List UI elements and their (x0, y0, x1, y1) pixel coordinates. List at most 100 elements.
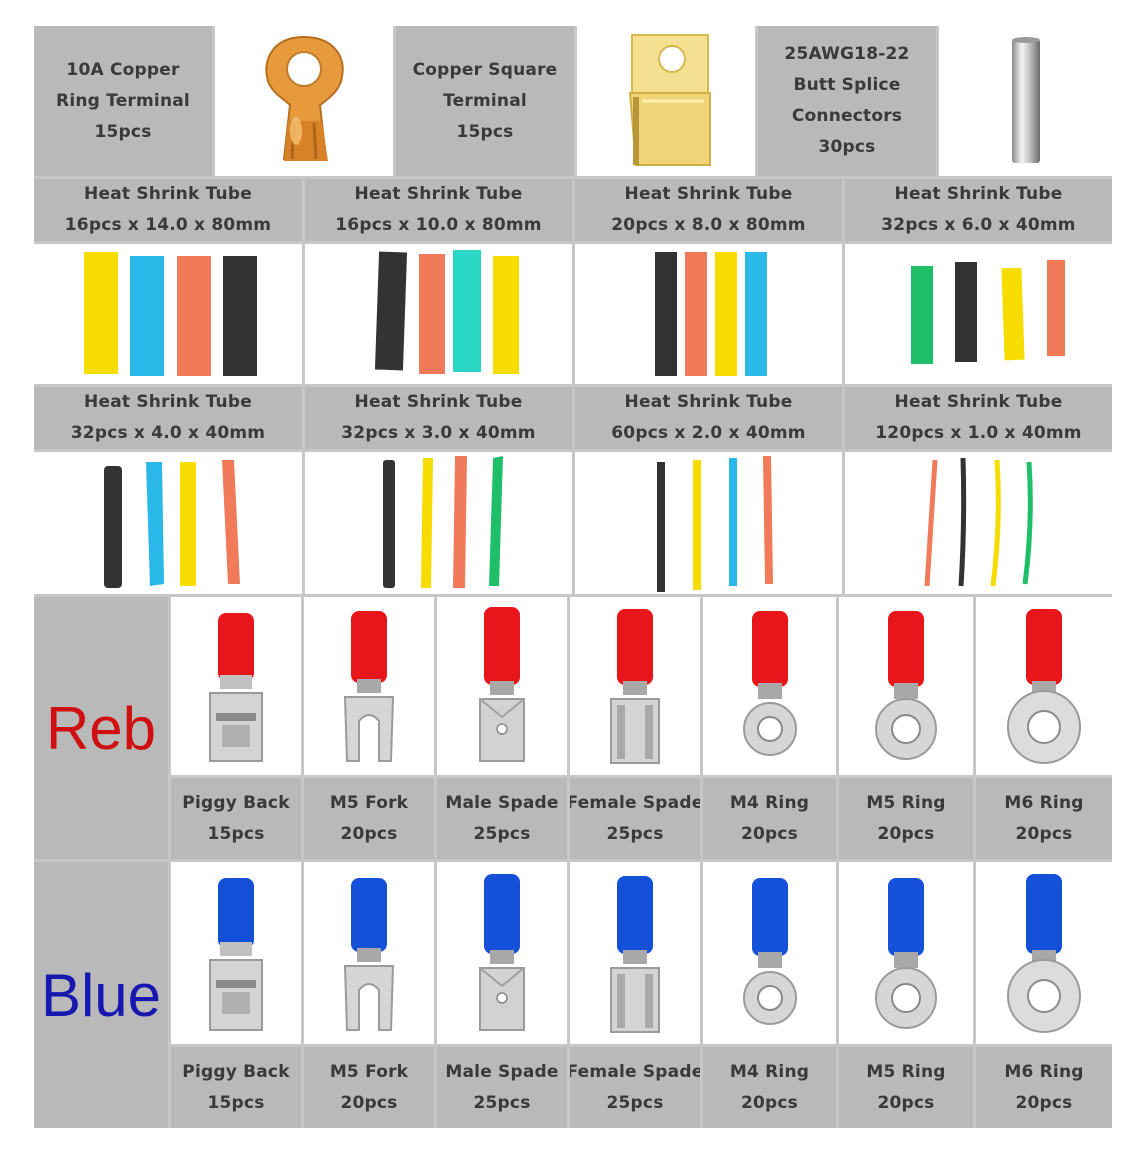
tube-header: Heat Shrink Tube 16pcs x 14.0 x 80mm (34, 179, 302, 241)
heat-shrink-tube-icon (575, 244, 842, 384)
piggy-back-terminal-icon (171, 862, 301, 1044)
terminal-label: M5 Fork 20pcs (304, 1047, 434, 1128)
terminal-name: Female Spade (570, 1061, 700, 1082)
tube-header: Heat Shrink Tube 16pcs x 10.0 x 80mm (305, 179, 572, 241)
terminal-name: Piggy Back (182, 1061, 290, 1082)
terminal-count: 25pcs (473, 1092, 531, 1113)
label-line: Ring Terminal (56, 90, 190, 111)
terminal-name: M5 Fork (329, 792, 409, 813)
butt-splice-connector-icon (939, 26, 1112, 176)
terminal-name: Male Spade (445, 1061, 559, 1082)
terminal-count: 25pcs (473, 823, 531, 844)
tube-header-title: Heat Shrink Tube (624, 184, 793, 204)
label-line: 25AWG18-22 (784, 44, 910, 64)
terminal-label: Male Spade 25pcs (437, 1047, 567, 1128)
tube-header-title: Heat Shrink Tube (84, 392, 252, 412)
ring-terminal-icon (703, 597, 836, 775)
label-line: 15pcs (94, 121, 152, 142)
terminal-label: M4 Ring 20pcs (703, 1047, 836, 1128)
terminal-count: 20pcs (877, 823, 935, 844)
tube-header: Heat Shrink Tube 20pcs x 8.0 x 80mm (575, 179, 842, 241)
terminal-label: M5 Fork 20pcs (304, 778, 434, 859)
ring-terminal-icon (839, 862, 973, 1044)
label-line: Copper Square (412, 59, 558, 80)
tube-header-title: Heat Shrink Tube (354, 184, 523, 204)
terminal-count: 20pcs (740, 823, 798, 844)
female-spade-terminal-icon (570, 597, 700, 775)
heat-shrink-tube-icon (305, 452, 572, 594)
terminal-label: Male Spade 25pcs (437, 778, 567, 859)
terminal-count: 20pcs (1015, 823, 1073, 844)
terminal-label: M4 Ring 20pcs (703, 778, 836, 859)
terminal-name: M4 Ring (729, 792, 810, 813)
terminal-count: 20pcs (877, 1092, 935, 1113)
terminal-count: 15pcs (207, 1092, 265, 1113)
terminal-name: Male Spade (445, 792, 559, 813)
heat-shrink-tube-icon (845, 244, 1112, 384)
tube-header-spec: 32pcs x 4.0 x 40mm (70, 423, 266, 443)
male-spade-terminal-icon (437, 597, 567, 775)
group-title: Blue (40, 961, 162, 1029)
terminal-count: 25pcs (606, 1092, 664, 1113)
fork-terminal-icon (304, 597, 434, 775)
heat-shrink-tube-icon (305, 244, 572, 384)
label-line: 15pcs (456, 121, 514, 142)
terminal-count: 20pcs (340, 1092, 398, 1113)
female-spade-terminal-icon (570, 862, 700, 1044)
ring-terminal-icon (976, 597, 1112, 775)
terminal-label: Female Spade 25pcs (570, 1047, 700, 1128)
terminal-label: Piggy Back 15pcs (171, 1047, 301, 1128)
terminal-count: 25pcs (606, 823, 664, 844)
terminal-name: M5 Fork (329, 1061, 409, 1082)
terminal-name: Female Spade (570, 792, 700, 813)
tube-header: Heat Shrink Tube 32pcs x 6.0 x 40mm (845, 179, 1112, 241)
male-spade-terminal-icon (437, 862, 567, 1044)
tube-header-spec: 16pcs x 10.0 x 80mm (335, 215, 542, 235)
group-label-blue: Blue (34, 862, 168, 1128)
tube-header-title: Heat Shrink Tube (354, 392, 523, 412)
heat-shrink-tube-icon (575, 452, 842, 594)
label-line: Terminal (443, 90, 527, 111)
terminal-count: 15pcs (207, 823, 265, 844)
tube-header-spec: 120pcs x 1.0 x 40mm (875, 423, 1082, 443)
group-label-red: Reb (34, 597, 168, 859)
label-line: Butt Splice (793, 75, 901, 95)
tube-header-spec: 32pcs x 6.0 x 40mm (881, 215, 1076, 235)
ring-terminal-icon (703, 862, 836, 1044)
label-line: 10A Copper (66, 59, 180, 80)
tube-header-title: Heat Shrink Tube (894, 184, 1063, 204)
terminal-name: M6 Ring (1004, 1061, 1084, 1082)
terminal-label: Female Spade 25pcs (570, 778, 700, 859)
heat-shrink-tube-icon (34, 452, 302, 594)
terminal-label: M5 Ring 20pcs (839, 1047, 973, 1128)
label-line: Connectors (791, 106, 903, 126)
terminal-label: M6 Ring 20pcs (976, 778, 1112, 859)
terminal-count: 20pcs (340, 823, 398, 844)
tube-header-title: Heat Shrink Tube (84, 184, 252, 204)
heat-shrink-tube-icon (34, 244, 302, 384)
tube-header-title: Heat Shrink Tube (624, 392, 793, 412)
label-line: 30pcs (818, 137, 876, 157)
terminal-name: M5 Ring (866, 792, 946, 813)
tube-header-spec: 20pcs x 8.0 x 80mm (611, 215, 806, 235)
terminal-name: M6 Ring (1004, 792, 1084, 813)
terminal-name: M5 Ring (866, 1061, 946, 1082)
terminal-name: M4 Ring (729, 1061, 810, 1082)
fork-terminal-icon (304, 862, 434, 1044)
terminal-count: 20pcs (740, 1092, 798, 1113)
terminal-name: Piggy Back (182, 792, 290, 813)
terminal-label: Piggy Back 15pcs (171, 778, 301, 859)
piggy-back-terminal-icon (171, 597, 301, 775)
copper-square-terminal-icon (577, 26, 755, 176)
tube-header-spec: 16pcs x 14.0 x 80mm (64, 215, 272, 235)
terminal-label: M5 Ring 20pcs (839, 778, 973, 859)
group-title: Reb (45, 694, 157, 762)
